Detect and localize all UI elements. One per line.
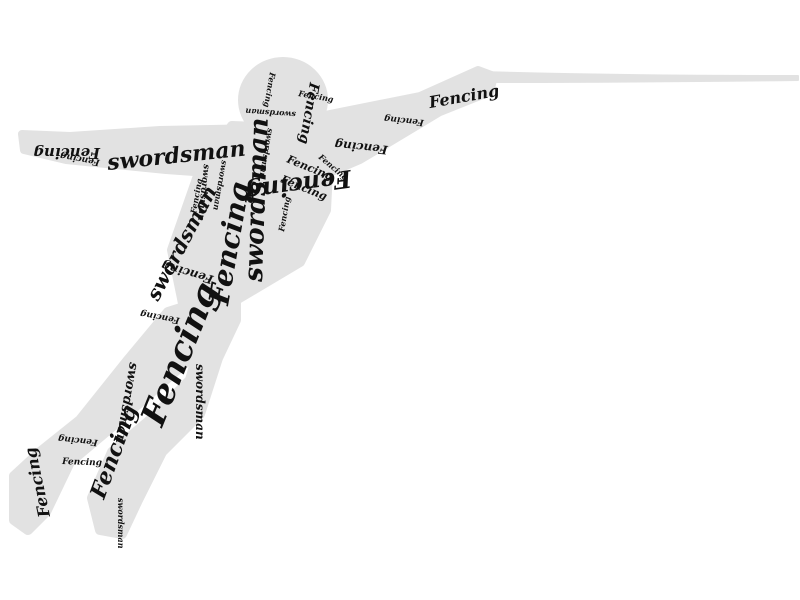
word-fencing: Fencing	[61, 457, 102, 468]
back-leg-shape	[9, 295, 217, 535]
word-fencing: Fencing	[33, 144, 101, 162]
word-swordsman: swordsman	[245, 106, 296, 120]
word-swordsman: swordsman	[116, 498, 126, 549]
sword-blade	[479, 71, 799, 83]
front-leg-shape	[87, 285, 241, 539]
word-fencing: Fencing	[334, 137, 389, 157]
word-fencing: Fencing	[58, 433, 100, 447]
word-fencing: Fencing	[384, 113, 426, 127]
fencer-silhouette	[9, 57, 799, 539]
word-swordsman: swordsman	[193, 364, 207, 440]
word-swordsman: swordsman	[239, 117, 275, 283]
